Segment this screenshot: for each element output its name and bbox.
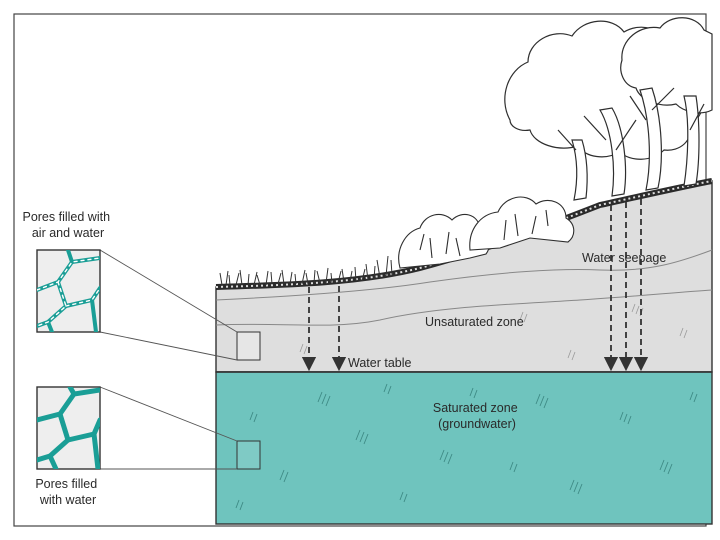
- label-pores-water: Pores filled with water: [35, 477, 100, 507]
- unsaturated-soil-block: [215, 180, 713, 373]
- tree-trunk: [683, 95, 700, 187]
- seepage-arrows: [301, 199, 649, 372]
- label-pores-water-line2: with water: [39, 493, 96, 507]
- sample-square-saturated: [236, 440, 261, 470]
- tree-trunk: [571, 139, 588, 201]
- label-saturated-zone: Saturated zone (groundwater): [433, 401, 521, 431]
- callout-lines: [99, 249, 238, 470]
- label-unsaturated-zone: Unsaturated zone: [425, 315, 524, 329]
- seepage-line: [215, 249, 713, 301]
- saturated-zone-block: [215, 371, 713, 525]
- inset-air-water: [36, 249, 101, 333]
- label-pores-air-water-line1: Pores filled with: [22, 210, 110, 224]
- inset-water: [36, 386, 101, 470]
- trees: [504, 17, 713, 201]
- label-water-seepage: Water seepage: [582, 251, 666, 265]
- grass: [219, 255, 393, 286]
- label-saturated-zone-line2: (groundwater): [438, 417, 516, 431]
- label-pores-air-water-line2: air and water: [32, 226, 104, 240]
- tree-trunk: [639, 87, 662, 191]
- zone-line: [215, 289, 713, 326]
- label-saturated-zone-line1: Saturated zone: [433, 401, 518, 415]
- label-water-table: Water table: [348, 356, 412, 370]
- label-pores-air-water: Pores filled with air and water: [22, 210, 113, 240]
- label-pores-water-line1: Pores filled: [35, 477, 97, 491]
- shrubs: [398, 196, 575, 269]
- sample-square-unsaturated: [236, 331, 261, 361]
- groundwater-texture: [235, 383, 698, 511]
- tree-trunk: [599, 107, 627, 197]
